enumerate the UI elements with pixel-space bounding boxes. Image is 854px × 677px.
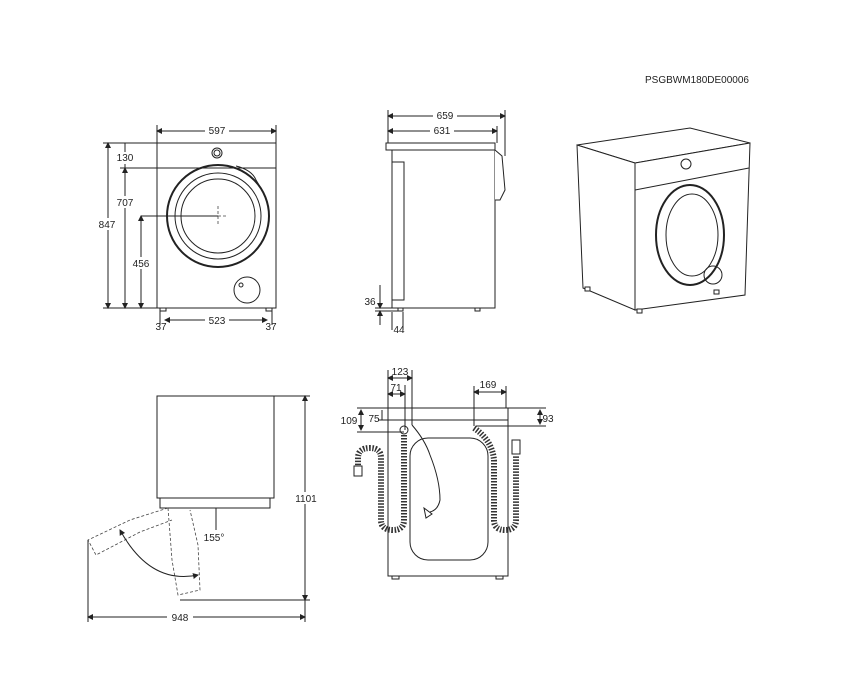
drain-hose bbox=[472, 425, 519, 534]
machine-side bbox=[576, 144, 636, 311]
dim-power-offset: 71 bbox=[390, 383, 402, 394]
rear-view: 123 71 109 75 169 93 bbox=[341, 367, 554, 580]
dim-open-depth: 948 bbox=[172, 613, 189, 624]
dim-foot-span: 523 bbox=[209, 316, 226, 327]
open-door-outline bbox=[87, 507, 173, 556]
dim-width: 597 bbox=[209, 126, 226, 137]
power-cable bbox=[411, 424, 441, 513]
door-open-view: 155° 1101 948 bbox=[87, 395, 320, 624]
isometric-view bbox=[576, 127, 751, 314]
filter-cover bbox=[233, 276, 261, 304]
dim-inlet-height: 109 bbox=[341, 416, 358, 427]
filter-cover bbox=[703, 265, 723, 285]
dim-open-height: 1101 bbox=[295, 494, 317, 505]
dim-foot-height: 36 bbox=[364, 297, 376, 308]
door bbox=[655, 184, 725, 286]
dim-door-center: 456 bbox=[133, 259, 150, 270]
dim-inlet-offset: 123 bbox=[392, 367, 409, 378]
dim-foot-left: 37 bbox=[155, 322, 167, 333]
dim-door-angle: 155° bbox=[204, 533, 225, 544]
machine-side-body bbox=[391, 149, 496, 309]
drawing-code: PSGBWM180DE00006 bbox=[645, 75, 749, 86]
program-knob bbox=[680, 158, 692, 170]
dim-door-area: 707 bbox=[117, 198, 134, 209]
dim-drain-offset: 169 bbox=[480, 380, 497, 391]
front-view: 597 847 130 707 456 523 37 37 bbox=[98, 123, 277, 333]
dim-depth-body: 631 bbox=[434, 126, 451, 137]
dim-power-height: 75 bbox=[368, 414, 380, 425]
program-knob bbox=[211, 147, 223, 159]
door-profile bbox=[494, 149, 506, 201]
side-view: 659 631 36 44 bbox=[364, 110, 506, 336]
inlet-hose bbox=[355, 432, 407, 534]
machine-top-view bbox=[156, 395, 275, 499]
power-plug bbox=[423, 506, 433, 519]
rear-panel bbox=[409, 437, 489, 561]
dim-height: 847 bbox=[99, 220, 116, 231]
dim-drain-height: 93 bbox=[542, 414, 554, 425]
dim-foot-right: 37 bbox=[265, 322, 277, 333]
dim-depth-total: 659 bbox=[437, 111, 454, 122]
dim-foot-inset: 44 bbox=[393, 325, 405, 336]
dim-top-panel: 130 bbox=[117, 153, 134, 164]
